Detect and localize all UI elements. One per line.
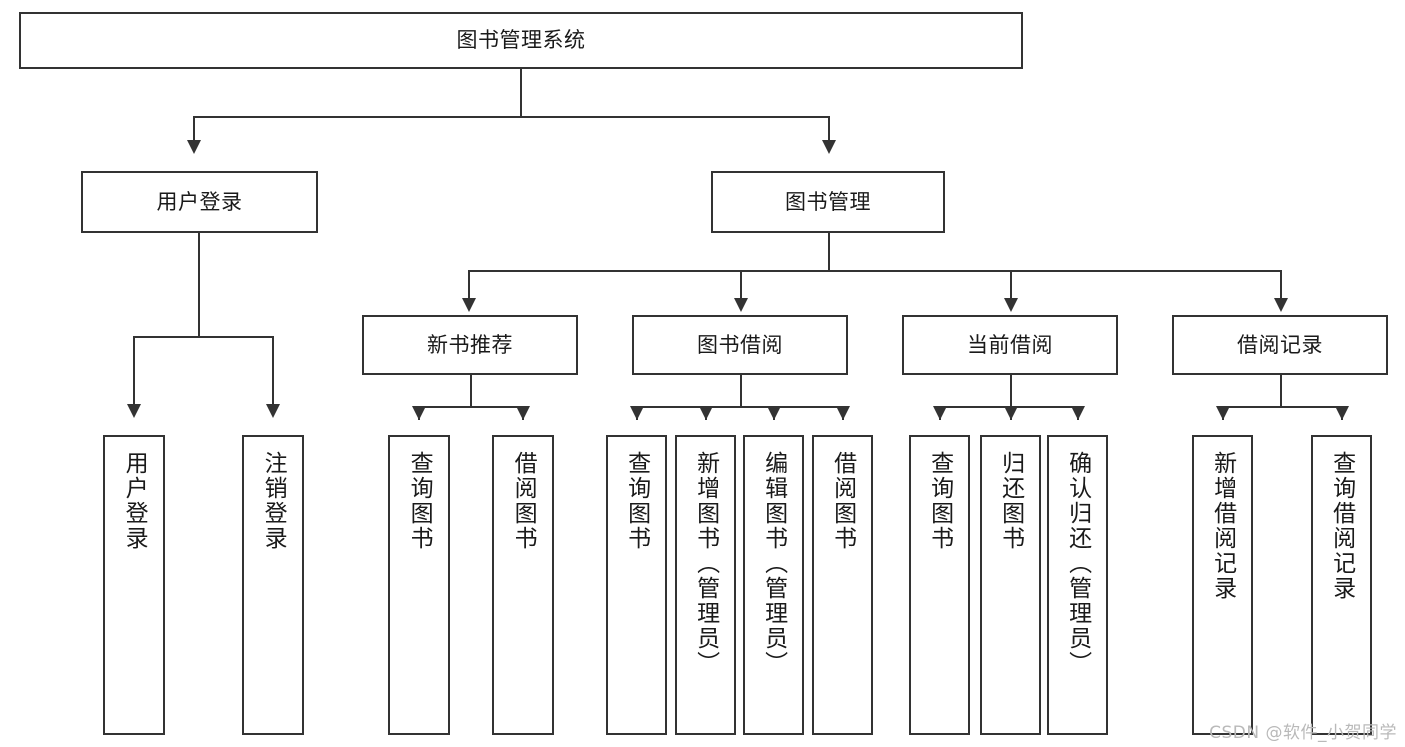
edge-book-mgmt-to-current-borrow <box>1010 270 1012 300</box>
edge-root-to-user-login <box>193 116 195 142</box>
edge-book-borrow-bus <box>636 406 843 408</box>
arrow-to-leaf-add-book <box>699 406 713 420</box>
arrow-to-leaf-logout <box>266 404 280 418</box>
edge-root-stem <box>520 69 522 117</box>
leaf-query-book-borrow[interactable]: 查询图书 <box>606 435 667 735</box>
arrow-to-leaf-edit-book <box>767 406 781 420</box>
node-label: 借阅图书 <box>510 451 537 551</box>
node-label: 图书管理系统 <box>456 28 586 53</box>
edge-book-mgmt-to-book-borrow <box>740 270 742 300</box>
leaf-confirm-return-admin[interactable]: 确认归还（管理员） <box>1047 435 1108 735</box>
arrow-to-leaf-add-record <box>1216 406 1230 420</box>
leaf-query-book-current[interactable]: 查询图书 <box>909 435 970 735</box>
node-label: 确认归还（管理员） <box>1064 451 1091 676</box>
arrow-to-leaf-query-book-b <box>630 406 644 420</box>
node-label: 注销登录 <box>260 451 287 551</box>
edge-user-login-stem <box>198 233 200 337</box>
node-root-system[interactable]: 图书管理系统 <box>19 12 1023 69</box>
edge-new-book-stem <box>470 375 472 407</box>
arrow-to-leaf-query-book-a <box>412 406 426 420</box>
node-label: 查询图书 <box>926 451 953 551</box>
node-new-book-recommend[interactable]: 新书推荐 <box>362 315 578 375</box>
node-book-management[interactable]: 图书管理 <box>711 171 945 233</box>
arrow-to-borrow-record <box>1274 298 1288 312</box>
arrow-to-leaf-query-book-c <box>933 406 947 420</box>
leaf-user-login[interactable]: 用户登录 <box>103 435 165 735</box>
node-user-login[interactable]: 用户登录 <box>81 171 318 233</box>
leaf-edit-book-admin[interactable]: 编辑图书（管理员） <box>743 435 804 735</box>
leaf-borrow-book[interactable]: 借阅图书 <box>812 435 873 735</box>
node-label: 新增图书（管理员） <box>692 451 719 676</box>
node-label: 图书借阅 <box>697 332 783 357</box>
edge-borrow-record-stem <box>1280 375 1282 407</box>
node-label: 图书管理 <box>785 189 871 214</box>
node-label: 用户登录 <box>156 189 243 214</box>
node-current-borrow[interactable]: 当前借阅 <box>902 315 1118 375</box>
leaf-borrow-book-new[interactable]: 借阅图书 <box>492 435 554 735</box>
leaf-logout[interactable]: 注销登录 <box>242 435 304 735</box>
arrow-to-leaf-borrow-book-a <box>516 406 530 420</box>
edge-book-mgmt-to-new-book <box>468 270 470 300</box>
edge-new-book-bus <box>418 406 523 408</box>
edge-book-mgmt-bus <box>468 270 1280 272</box>
leaf-add-borrow-record[interactable]: 新增借阅记录 <box>1192 435 1253 735</box>
arrow-to-book-borrow <box>734 298 748 312</box>
edge-borrow-record-bus <box>1222 406 1342 408</box>
arrow-to-leaf-confirm-return <box>1071 406 1085 420</box>
edge-book-mgmt-to-borrow-record <box>1280 270 1282 300</box>
csdn-watermark: CSDN @软件_小贺同学 <box>1209 723 1397 743</box>
arrow-to-leaf-return-book <box>1004 406 1018 420</box>
leaf-return-book[interactable]: 归还图书 <box>980 435 1041 735</box>
arrow-to-current-borrow <box>1004 298 1018 312</box>
arrow-to-leaf-borrow-book-b <box>836 406 850 420</box>
arrow-to-leaf-user-login <box>127 404 141 418</box>
edge-book-mgmt-stem <box>828 233 830 271</box>
edge-book-borrow-stem <box>740 375 742 407</box>
leaf-add-book-admin[interactable]: 新增图书（管理员） <box>675 435 736 735</box>
node-label: 新增借阅记录 <box>1209 451 1236 601</box>
node-borrow-record[interactable]: 借阅记录 <box>1172 315 1388 375</box>
node-label: 查询图书 <box>406 451 433 551</box>
node-label: 归还图书 <box>997 451 1024 551</box>
arrow-to-user-login <box>187 140 201 154</box>
edge-root-to-book-mgmt <box>828 116 830 142</box>
node-label: 用户登录 <box>121 451 148 551</box>
node-label: 编辑图书（管理员） <box>760 451 787 676</box>
arrow-to-leaf-query-record <box>1335 406 1349 420</box>
node-label: 当前借阅 <box>967 332 1053 357</box>
edge-current-borrow-stem <box>1010 375 1012 407</box>
edge-user-login-bus <box>133 336 274 338</box>
node-label: 借阅记录 <box>1237 332 1323 357</box>
node-label: 新书推荐 <box>427 332 513 357</box>
node-label: 查询图书 <box>623 451 650 551</box>
node-label: 借阅图书 <box>829 451 856 551</box>
edge-root-bus <box>193 116 830 118</box>
leaf-query-book-new[interactable]: 查询图书 <box>388 435 450 735</box>
leaf-query-borrow-record[interactable]: 查询借阅记录 <box>1311 435 1372 735</box>
arrow-to-book-mgmt <box>822 140 836 154</box>
edge-user-login-to-leaf-2 <box>272 336 274 406</box>
node-label: 查询借阅记录 <box>1328 451 1355 601</box>
arrow-to-new-book <box>462 298 476 312</box>
edge-user-login-to-leaf-1 <box>133 336 135 406</box>
node-book-borrow[interactable]: 图书借阅 <box>632 315 848 375</box>
